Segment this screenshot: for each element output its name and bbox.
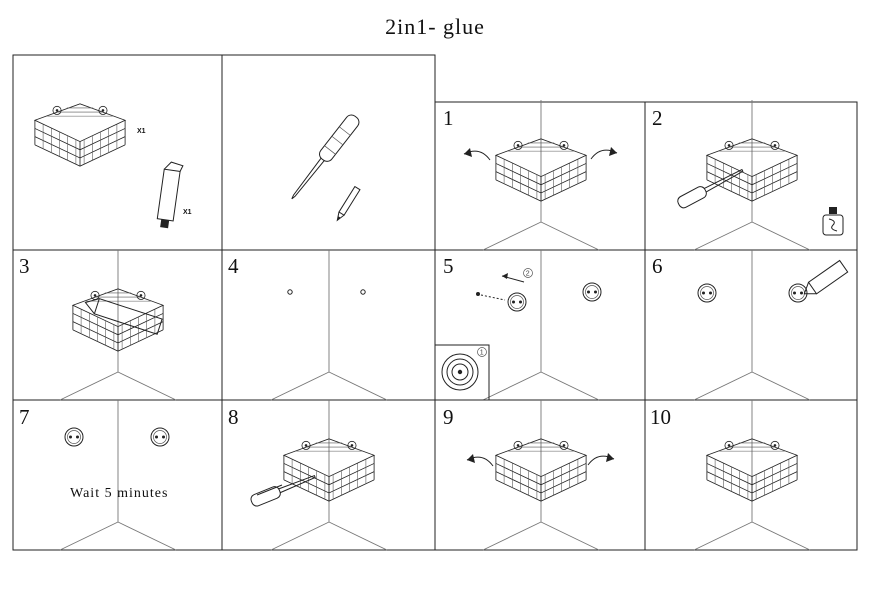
step-number: 4 xyxy=(228,254,239,278)
basket-illustration xyxy=(34,103,126,167)
drill-mark xyxy=(287,289,293,295)
step-5-panel: 5 2 1 xyxy=(434,249,602,401)
step-4-panel: 4 xyxy=(228,249,388,401)
inset-number: 1 xyxy=(480,350,484,357)
step-9-panel: 9 xyxy=(443,399,615,551)
step-2-panel: 2 xyxy=(652,99,844,251)
wait-note: Wait 5 minutes xyxy=(70,486,168,501)
rotate-left-icon xyxy=(466,453,494,467)
arrow-number: 2 xyxy=(526,271,530,278)
step-number: 9 xyxy=(443,405,454,429)
drill-mark xyxy=(360,289,366,295)
glue-plate xyxy=(150,427,170,447)
step-6-panel: 6 xyxy=(652,249,849,401)
panel-tools xyxy=(291,114,361,222)
step-number: 6 xyxy=(652,254,663,278)
glue-plate xyxy=(697,283,717,303)
glue-plate xyxy=(582,282,602,302)
glue-icon xyxy=(822,207,844,236)
glue-plate xyxy=(507,292,527,312)
step-number: 7 xyxy=(19,405,30,429)
sheet-title: 2in1- glue xyxy=(385,14,485,39)
pencil-icon xyxy=(336,185,361,222)
step-8-panel: 8 xyxy=(228,399,388,551)
glue-plate xyxy=(64,427,84,447)
step-number: 3 xyxy=(19,254,30,278)
glue-tube-icon xyxy=(803,259,849,295)
dotted-guide xyxy=(480,294,506,301)
glue-quantity: X1 xyxy=(183,209,192,216)
step-7-panel: 7 Wait 5 minutes xyxy=(19,399,177,551)
step-number: 1 xyxy=(443,106,454,130)
panel-parts: X1 X1 xyxy=(34,103,192,229)
screwdriver-icon xyxy=(250,474,316,507)
step-number: 2 xyxy=(652,106,663,130)
step-3-panel: 3 xyxy=(19,249,177,401)
glue-tube-icon xyxy=(84,298,163,335)
rotate-right-icon xyxy=(590,146,618,160)
step-number: 8 xyxy=(228,405,239,429)
step-number: 5 xyxy=(443,254,454,278)
step-1-panel: 1 xyxy=(443,99,618,251)
basket-quantity: X1 xyxy=(137,128,146,135)
step-10-panel: 10 xyxy=(650,399,811,551)
step-number: 10 xyxy=(650,405,671,429)
screwdriver-icon xyxy=(677,168,744,209)
screw xyxy=(476,292,480,296)
inset-detail: 1 xyxy=(434,344,490,401)
screwdriver-icon xyxy=(291,114,360,200)
arrow-icon xyxy=(256,484,283,496)
rotate-left-icon xyxy=(463,147,491,161)
glue-tube-illustration xyxy=(156,161,184,229)
rotate-right-icon xyxy=(587,452,615,466)
